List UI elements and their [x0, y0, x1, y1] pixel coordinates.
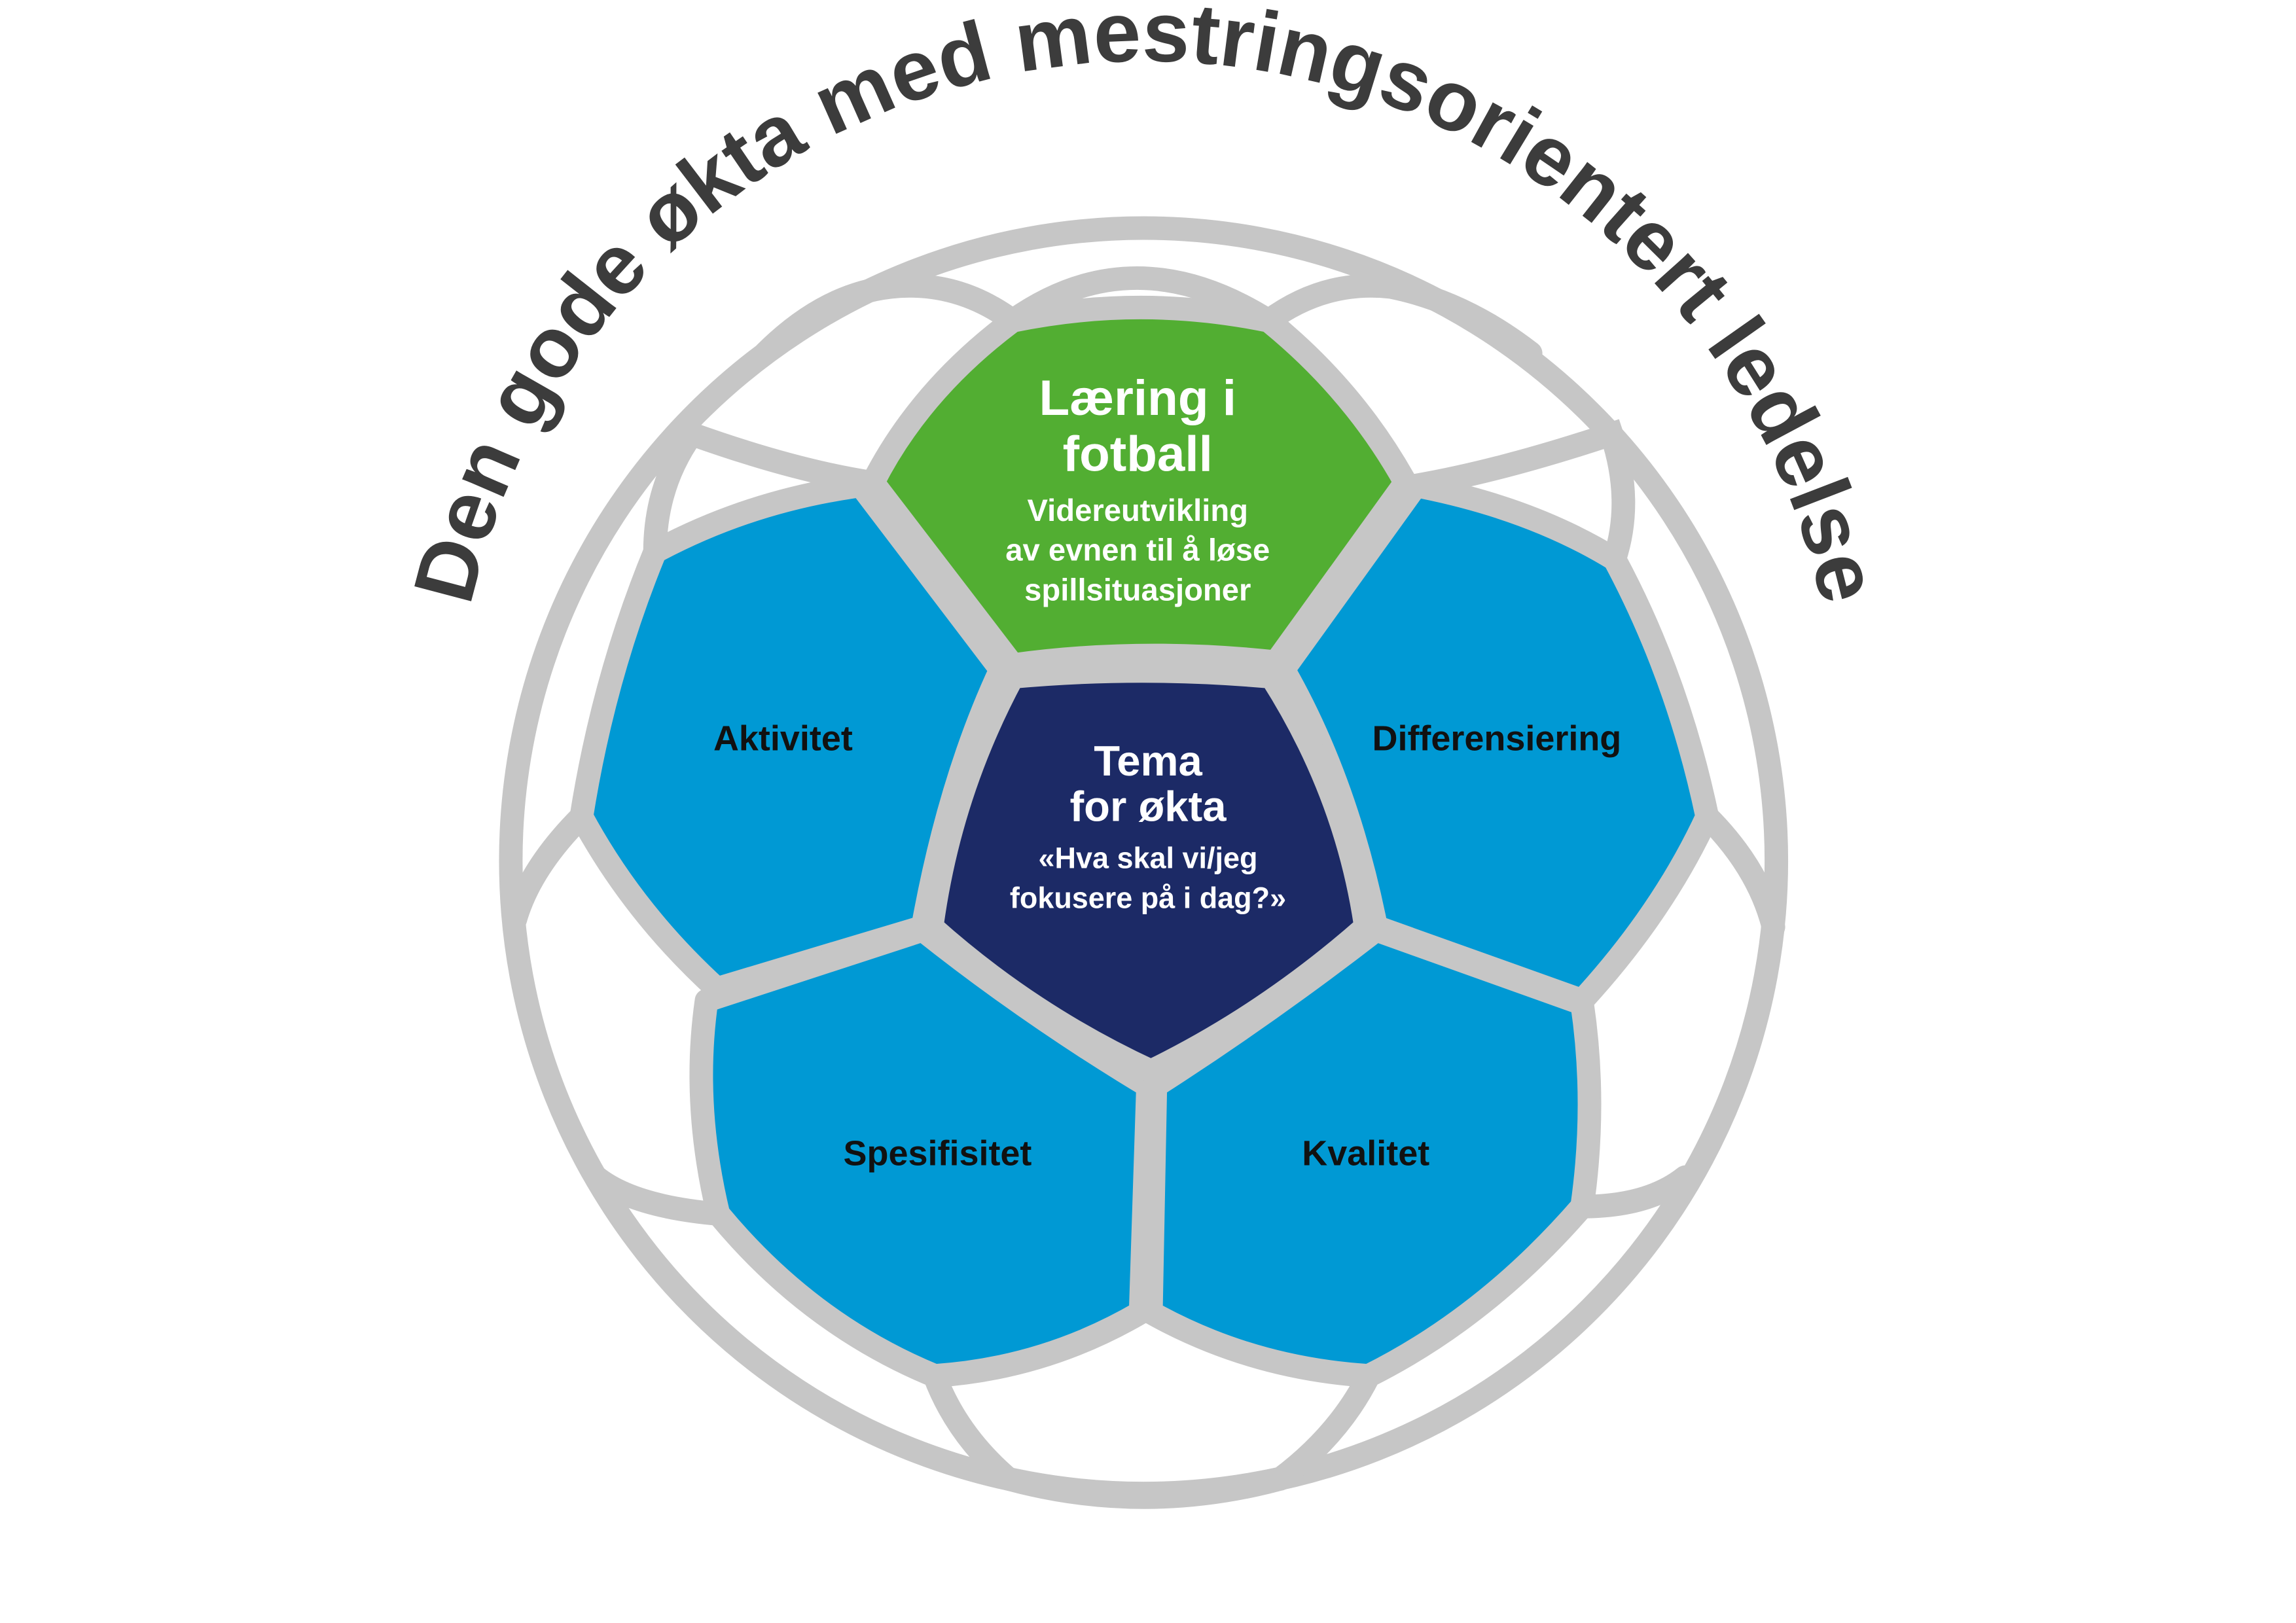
center-title-line1: Tema [1094, 737, 1202, 785]
top-desc-line2: av evnen til å løse [1005, 533, 1270, 568]
label-kvalitet: Kvalitet [1302, 1134, 1429, 1173]
label-aktivitet: Aktivitet [713, 719, 853, 758]
panel-laering-i-fotball [861, 295, 1418, 677]
label-spesifisitet: Spesifisitet [844, 1134, 1032, 1173]
ball-seams [503, 266, 1785, 1509]
top-panel-text: Læring i fotball Videreutvikling av evne… [1005, 370, 1270, 607]
panel-tema-for-okta [920, 659, 1378, 1083]
center-desc-line1: «Hva skal vi/jeg [1039, 842, 1258, 875]
top-title-line1: Læring i [1039, 370, 1236, 426]
center-desc-line2: fokusere på i dag?» [1010, 881, 1286, 914]
center-panel-text: Tema for økta «Hva skal vi/jeg fokusere … [1010, 737, 1286, 914]
top-title-line2: fotball [1063, 426, 1213, 482]
top-desc-line3: spillsituasjoner [1024, 573, 1251, 607]
label-differensiering: Differensiering [1372, 719, 1621, 758]
center-title-line2: for økta [1069, 783, 1227, 830]
top-desc-line1: Videreutvikling [1027, 493, 1248, 528]
